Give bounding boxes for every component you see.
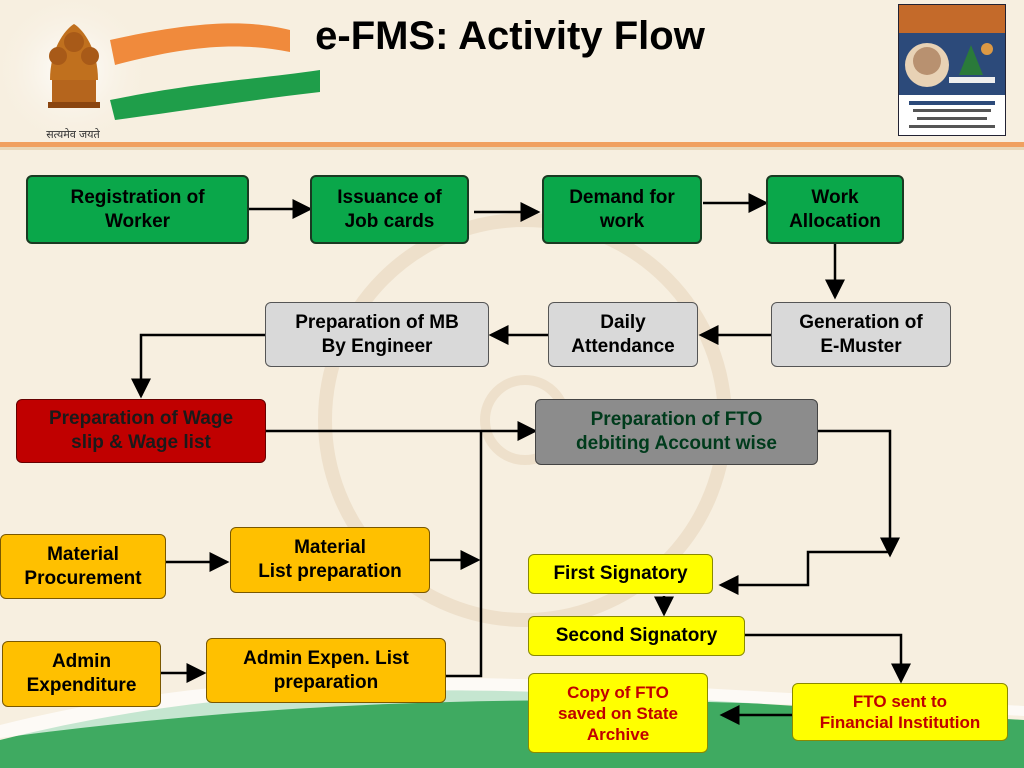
national-emblem-logo: सत्यमेव जयते: [14, 10, 132, 141]
arrow-fto-right-down: [818, 429, 900, 558]
node-material-list-preparation: Material List preparation: [230, 527, 430, 593]
node-admin-expenditure: Admin Expenditure: [2, 641, 161, 707]
node-admin-expen-list-preparation: Admin Expen. List preparation: [206, 638, 446, 703]
node-work-allocation: Work Allocation: [766, 175, 904, 244]
lion-capital-icon: [48, 24, 100, 108]
node-demand-for-work: Demand for work: [542, 175, 702, 244]
node-material-procurement: Material Procurement: [0, 534, 166, 599]
mgnrega-logo: [898, 4, 1006, 136]
line-adminlist-trunk: [446, 431, 483, 678]
node-preparation-of-mb: Preparation of MB By Engineer: [265, 302, 489, 367]
slide-title: e-FMS: Activity Flow: [315, 14, 705, 58]
mgnrega-emblem-icon: [899, 5, 1005, 135]
node-second-signatory: Second Signatory: [528, 616, 745, 656]
emblem-motto: सत्यमेव जयते: [46, 129, 100, 141]
arrow-mb-to-wageslip: [131, 333, 265, 399]
node-first-signatory: First Signatory: [528, 554, 713, 594]
arrow-to-first-signatory: [718, 550, 890, 595]
node-generation-of-emuster: Generation of E-Muster: [771, 302, 951, 367]
node-registration-of-worker: Registration of Worker: [26, 175, 249, 244]
arrow-second-to-ftosent: [745, 633, 911, 684]
node-preparation-of-fto: Preparation of FTO debiting Account wise: [535, 399, 818, 465]
node-copy-of-fto-saved: Copy of FTO saved on State Archive: [528, 673, 708, 753]
node-daily-attendance: Daily Attendance: [548, 302, 698, 367]
node-issuance-of-job-cards: Issuance of Job cards: [310, 175, 469, 244]
node-fto-sent-to-financial-institution: FTO sent to Financial Institution: [792, 683, 1008, 741]
node-preparation-of-wage-slip: Preparation of Wage slip & Wage list: [16, 399, 266, 463]
